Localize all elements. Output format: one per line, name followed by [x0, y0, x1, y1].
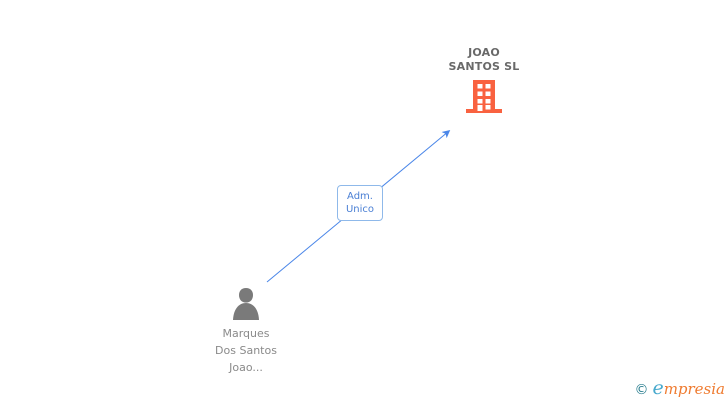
edge-label-line2: Unico [345, 204, 375, 215]
person-name-line2: Dos Santos [215, 344, 277, 357]
person-node[interactable]: Marques Dos Santos Joao... [176, 287, 316, 376]
empresia-logo[interactable]: © e mpresia [634, 377, 725, 399]
person-name: Marques Dos Santos Joao... [215, 325, 277, 376]
brand-name: mpresia [663, 380, 725, 398]
person-name-line1: Marques [222, 327, 270, 340]
edge-label: Adm. Unico [337, 185, 383, 221]
company-node[interactable]: JOAO SANTOS SL [414, 46, 554, 114]
person-name-line3: Joao... [229, 361, 263, 374]
company-name-line2: SANTOS SL [448, 60, 520, 73]
person-icon [233, 288, 259, 320]
brand-initial: e [652, 377, 664, 399]
building-icon [466, 80, 502, 113]
copyright-icon: © [634, 382, 649, 398]
edge-label-line1: Adm. [347, 191, 373, 202]
company-name-line1: JOAO [468, 46, 500, 59]
company-name: JOAO SANTOS SL [449, 46, 520, 74]
